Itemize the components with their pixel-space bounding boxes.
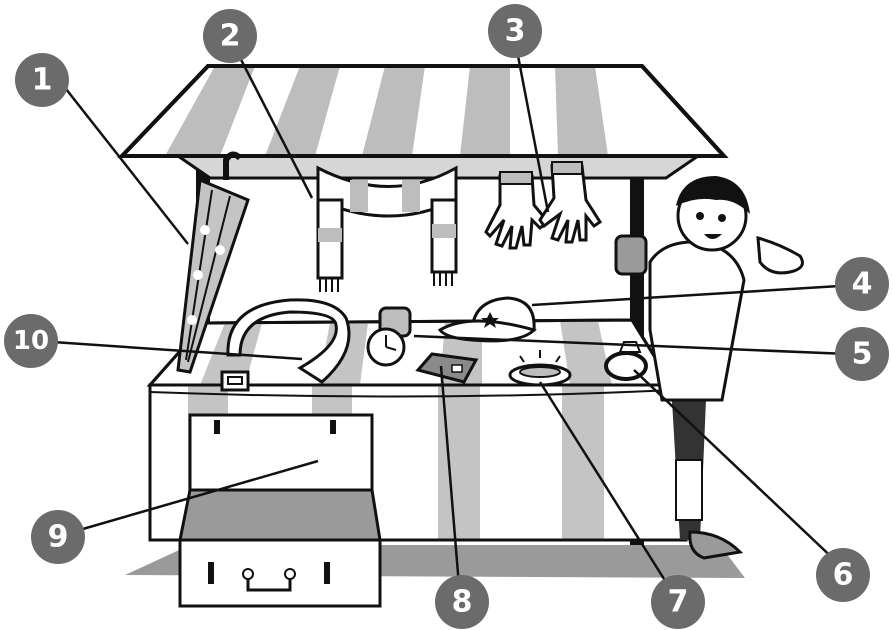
svg-text:1: 1 [32, 63, 53, 98]
scarf-icon [318, 168, 456, 292]
number-badge-3: 3 [488, 4, 542, 58]
svg-text:9: 9 [48, 520, 69, 555]
svg-text:5: 5 [852, 337, 873, 372]
svg-text:7: 7 [668, 585, 689, 620]
svg-text:10: 10 [13, 326, 49, 356]
svg-text:8: 8 [452, 585, 473, 620]
number-badge-2: 2 [203, 9, 257, 63]
number-badge-8: 8 [435, 575, 489, 629]
svg-text:2: 2 [220, 19, 241, 54]
cap-icon [440, 298, 534, 341]
number-badge-1: 1 [15, 53, 69, 107]
number-badge-9: 9 [31, 510, 85, 564]
suitcase-icon [180, 415, 380, 606]
number-badge-5: 5 [835, 327, 889, 381]
awning [122, 66, 724, 156]
svg-text:6: 6 [833, 558, 854, 593]
number-badge-4: 4 [835, 257, 889, 311]
number-badge-10: 10 [4, 314, 58, 368]
svg-text:3: 3 [505, 14, 526, 49]
svg-text:4: 4 [852, 267, 873, 302]
number-badge-6: 6 [816, 548, 870, 602]
number-badge-7: 7 [651, 575, 705, 629]
